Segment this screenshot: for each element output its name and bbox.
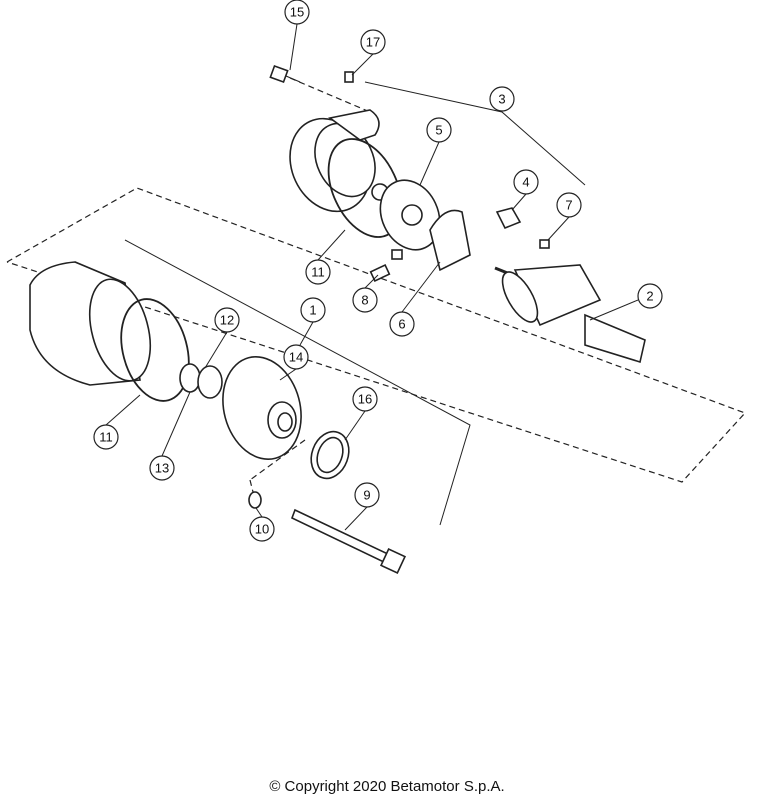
callout-12: 12: [214, 307, 240, 333]
svg-text:7: 7: [565, 198, 572, 213]
callout-6: 6: [389, 311, 415, 337]
through-bolt-9: [290, 508, 407, 575]
svg-text:5: 5: [435, 123, 442, 138]
leader-lines: [105, 23, 639, 531]
callout-1: 1: [300, 297, 326, 323]
svg-text:6: 6: [398, 317, 405, 332]
callout-8: 8: [352, 287, 378, 313]
svg-text:17: 17: [366, 35, 380, 50]
washer-10: [248, 491, 262, 509]
svg-text:4: 4: [522, 175, 529, 190]
housing-yoke: [29, 261, 152, 386]
svg-text:8: 8: [361, 293, 368, 308]
callout-10: 10: [249, 516, 275, 542]
clip-4: [495, 207, 522, 230]
svg-text:11: 11: [99, 430, 113, 445]
callout-9: 9: [354, 482, 380, 508]
callout-16: 16: [352, 386, 378, 412]
group-3-bracket: [364, 81, 586, 186]
callout-5: 5: [426, 117, 452, 143]
svg-text:16: 16: [358, 392, 372, 407]
svg-text:10: 10: [255, 522, 269, 537]
callout-4: 4: [513, 169, 539, 195]
armature-2: [494, 264, 646, 364]
group-1-bracket: [124, 239, 471, 526]
o-ring-11-bottom: [120, 298, 190, 402]
brush-holder-5: [379, 179, 441, 260]
brush-6: [429, 209, 471, 272]
svg-text:15: 15: [290, 5, 304, 20]
washer-dashed-line: [249, 439, 306, 481]
callout-11-top: 11: [305, 259, 331, 285]
svg-text:1: 1: [309, 303, 316, 318]
callout-11-bottom: 11: [93, 424, 119, 450]
o-ring-16: [310, 430, 350, 480]
callout-3: 3: [489, 86, 515, 112]
bolt-dashed-line: [289, 77, 371, 113]
callout-13: 13: [149, 455, 175, 481]
svg-text:12: 12: [220, 313, 234, 328]
copyright-text: © Copyright 2020 Betamotor S.p.A.: [269, 778, 505, 795]
front-cover-14: [222, 356, 302, 460]
callout-2: 2: [637, 283, 663, 309]
svg-text:14: 14: [289, 350, 303, 365]
o-ring-11-top: [327, 138, 403, 238]
washer-dashed-line-2: [249, 479, 256, 501]
svg-text:13: 13: [155, 461, 169, 476]
callout-15: 15: [284, 0, 310, 25]
end-cover-3: [289, 109, 389, 213]
bolt-15: [269, 64, 301, 84]
svg-text:3: 3: [498, 92, 505, 107]
svg-text:11: 11: [311, 265, 325, 280]
callout-7: 7: [556, 192, 582, 218]
callout-14: 14: [283, 344, 309, 370]
washer-13: [179, 363, 223, 399]
callout-17: 17: [360, 29, 386, 55]
svg-text:2: 2: [646, 289, 653, 304]
screw-7: [539, 239, 550, 249]
screw-17: [344, 71, 354, 83]
spring-8: [369, 264, 391, 282]
svg-text:9: 9: [363, 488, 370, 503]
